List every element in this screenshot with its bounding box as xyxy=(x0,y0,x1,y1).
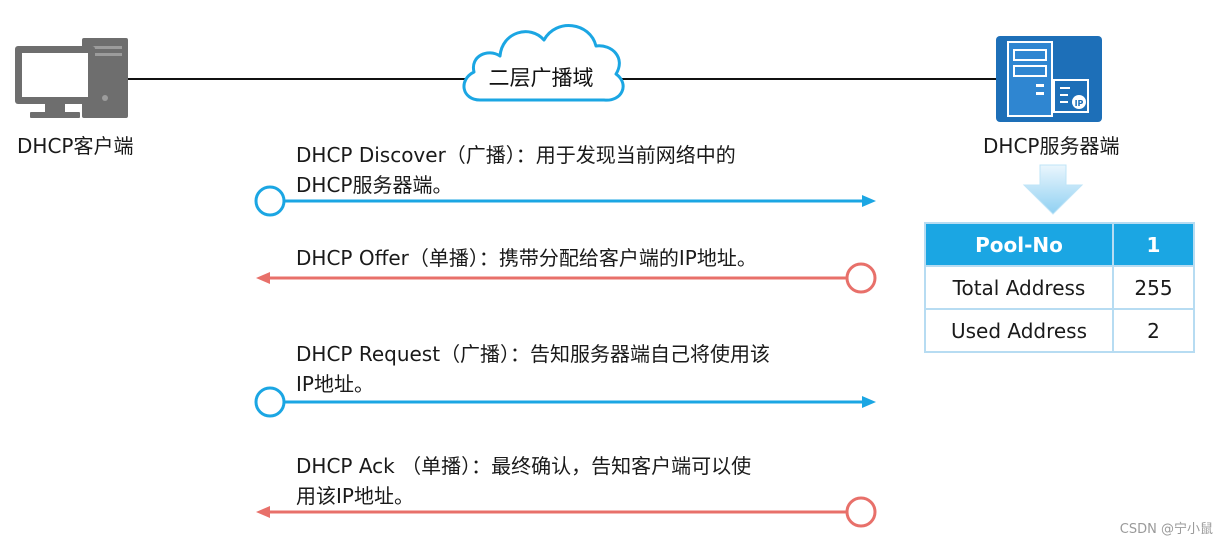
ack-message-line2: 用该IP地址。 xyxy=(296,484,414,508)
address-pool-table: Pool-No 1 Total Address 255 Used Address… xyxy=(924,222,1195,353)
request-arrow xyxy=(254,386,876,418)
desktop-computer-icon xyxy=(15,38,128,118)
cloud-icon xyxy=(462,24,625,102)
total-address-value: 255 xyxy=(1112,265,1195,310)
offer-message-line1: DHCP Offer（单播）：携带分配给客户端的IP地址。 xyxy=(296,246,757,270)
pool-no-header: Pool-No xyxy=(924,222,1114,267)
total-address-label: Total Address xyxy=(924,265,1114,310)
discover-message-line2: DHCP服务器端。 xyxy=(296,173,453,197)
request-message-line2: IP地址。 xyxy=(296,372,374,396)
table-header-row: Pool-No 1 xyxy=(924,222,1195,267)
offer-arrow xyxy=(256,262,877,294)
used-address-label: Used Address xyxy=(924,308,1114,353)
table-row: Total Address 255 xyxy=(924,265,1195,310)
request-message: DHCP Request（广播）：告知服务器端自己将使用该 IP地址。 xyxy=(296,339,770,399)
ack-message-line1: DHCP Ack （单播）：最终确认，告知客户端可以使 xyxy=(296,454,752,478)
discover-message: DHCP Discover（广播）：用于发现当前网络中的 DHCP服务器端。 xyxy=(296,140,736,200)
pool-no-value: 1 xyxy=(1112,222,1195,267)
client-label: DHCP客户端 xyxy=(17,134,134,158)
offer-message: DHCP Offer（单播）：携带分配给客户端的IP地址。 xyxy=(296,243,757,273)
request-message-line1: DHCP Request（广播）：告知服务器端自己将使用该 xyxy=(296,342,771,366)
discover-arrow xyxy=(254,185,876,217)
svg-text:IP: IP xyxy=(1075,99,1084,108)
watermark: CSDN @宁小鼠 xyxy=(1119,522,1213,537)
discover-message-line1: DHCP Discover（广播）：用于发现当前网络中的 xyxy=(296,143,736,167)
table-row: Used Address 2 xyxy=(924,308,1195,353)
server-label: DHCP服务器端 xyxy=(983,134,1120,158)
used-address-value: 2 xyxy=(1112,308,1195,353)
ack-arrow xyxy=(256,496,877,528)
ack-message: DHCP Ack （单播）：最终确认，告知客户端可以使 用该IP地址。 xyxy=(296,451,751,511)
server-icon: IP xyxy=(996,36,1102,122)
down-arrow-icon xyxy=(1022,164,1084,215)
broadcast-domain-label: 二层广播域 xyxy=(488,66,594,90)
